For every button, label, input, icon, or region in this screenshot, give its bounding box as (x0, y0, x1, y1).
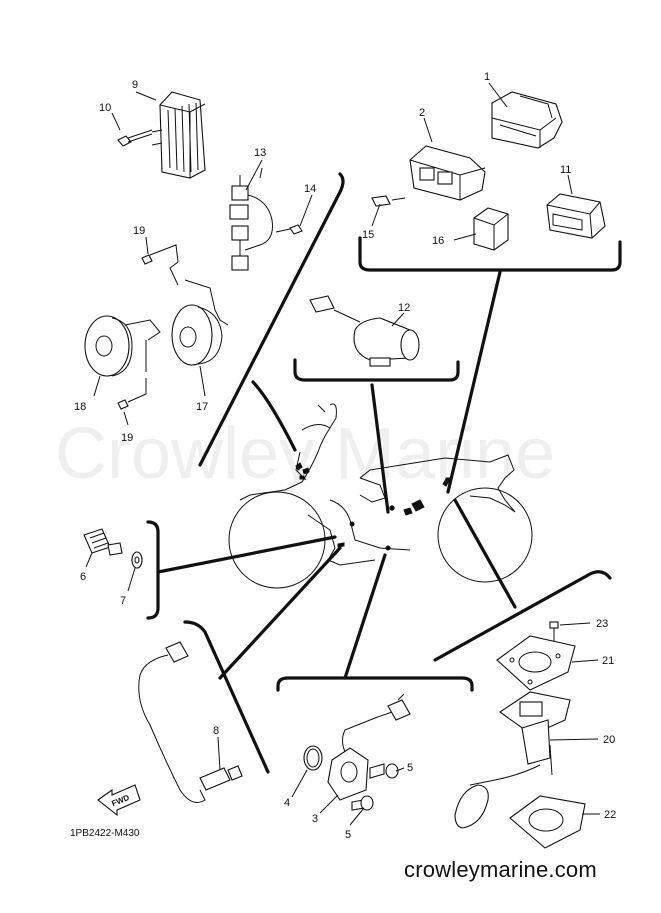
part-2-junction-box (409, 145, 486, 201)
part-22-gasket (509, 795, 586, 849)
bracket-left-group (198, 172, 345, 467)
callout-2: 2 (419, 107, 425, 119)
part-12-ignition-coil (309, 295, 420, 367)
diagram-code: 1PB2422-M430 (70, 828, 140, 839)
part-13-relay (229, 167, 273, 271)
watermark: Crowley Marine (55, 414, 555, 494)
bracket-ecu-group (358, 236, 622, 272)
callout-9: 9 (132, 79, 138, 91)
part-15-fuse (371, 195, 406, 207)
part-19-bolts (117, 244, 179, 410)
part-17-horn (171, 279, 229, 366)
part-11-connector (546, 193, 606, 239)
callout-22: 22 (604, 809, 616, 821)
part-9-rectifier-regulator (151, 91, 206, 179)
part-10-bolt (117, 129, 153, 147)
callout-18: 18 (74, 401, 86, 413)
bracket-bottom-group (276, 676, 474, 692)
callout-leaders (85, 82, 600, 826)
callout-21: 21 (602, 655, 614, 667)
callout-11: 11 (560, 164, 571, 176)
motorcycle-outline (228, 403, 533, 589)
callout-5a: 5 (407, 762, 413, 774)
callout-5b: 5 (345, 829, 351, 841)
part-14-bolt (275, 224, 303, 235)
part-16-relay (473, 207, 509, 251)
part-4-o-ring (303, 745, 323, 771)
leader-speed (156, 535, 337, 574)
callout-7: 7 (120, 595, 126, 607)
part-6-speed-sensor (83, 528, 123, 556)
part-20-fuel-pump (469, 691, 571, 786)
part-3-throttle-sensor (327, 693, 411, 801)
part-1-ecu (491, 91, 563, 149)
bracket-speed-sensor (146, 520, 160, 620)
callout-6: 6 (80, 571, 86, 583)
part-8-o2-sensor (138, 641, 243, 803)
leader-ecu (446, 270, 502, 494)
callout-12: 12 (398, 302, 410, 314)
footer-site-name: crowleymarine.com (404, 857, 597, 882)
leader-fuel (453, 498, 517, 609)
callout-20: 20 (603, 734, 615, 746)
callout-8: 8 (213, 725, 219, 737)
part-5-screws (351, 763, 399, 811)
leader-coil (370, 383, 390, 514)
callout-17: 17 (196, 401, 208, 413)
leader-left-group (251, 380, 297, 452)
callout-13: 13 (254, 147, 266, 159)
bracket-o2-sensor (183, 620, 270, 774)
callout-14: 14 (304, 183, 316, 195)
part-7-washer (131, 551, 143, 569)
callout-3: 3 (312, 813, 318, 825)
callout-4: 4 (284, 797, 290, 809)
bracket-fuel-pump (433, 570, 612, 662)
callout-23: 23 (596, 618, 608, 630)
leader-bottom (343, 553, 387, 680)
bracket-coil-group (293, 358, 460, 382)
leader-o2 (218, 546, 342, 680)
callout-19a: 19 (133, 225, 145, 237)
callout-16: 16 (432, 235, 444, 247)
callout-10: 10 (99, 102, 111, 114)
part-18-horn (84, 315, 161, 377)
callout-19b: 19 (121, 432, 133, 444)
part-20-float (454, 784, 489, 829)
callout-15: 15 (362, 229, 374, 241)
fwd-arrow: FWD (97, 784, 141, 817)
callout-1: 1 (484, 71, 490, 83)
part-23-bolt (549, 621, 559, 642)
part-21-gasket-plate (496, 635, 576, 691)
